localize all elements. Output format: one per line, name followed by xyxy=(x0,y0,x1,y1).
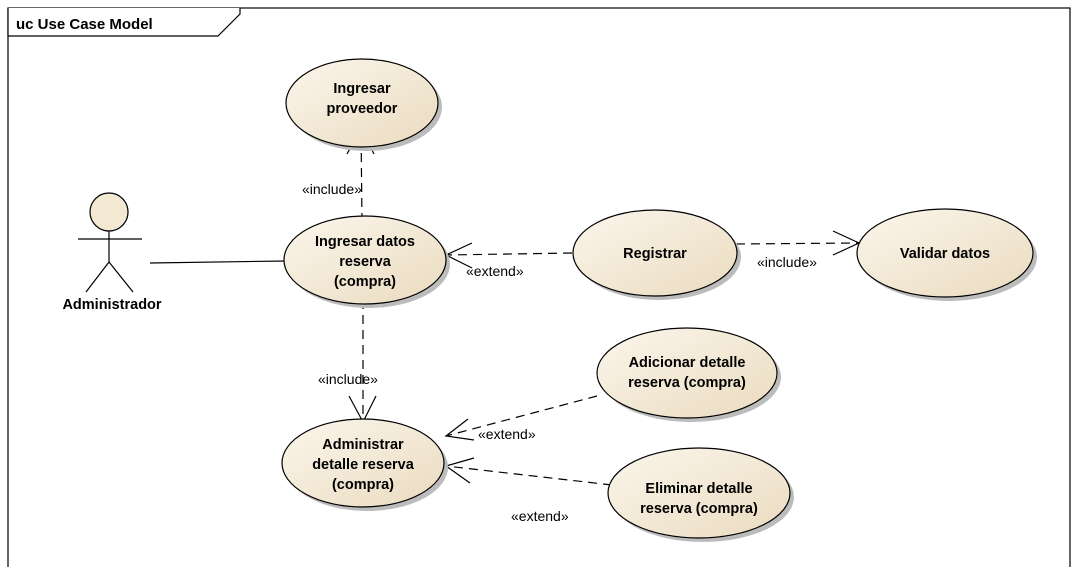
use-case-registrar[interactable]: Registrar xyxy=(572,209,741,300)
rel-extend-registrar: «extend» xyxy=(444,242,573,279)
frame-title: uc Use Case Model xyxy=(16,16,153,33)
use-case-ingresar-datos-line2: reserva xyxy=(339,254,392,270)
rel-extend-eliminar-label: «extend» xyxy=(511,508,569,524)
use-case-adicionar-detalle-line2: reserva (compra) xyxy=(628,375,746,391)
actor-left-leg xyxy=(85,261,110,293)
use-case-validar-datos-label: Validar datos xyxy=(900,246,990,262)
frame-title-tab xyxy=(7,8,241,37)
rel-include-validar-label: «include» xyxy=(757,254,817,270)
rel-extend-eliminar: «extend» xyxy=(444,457,613,524)
use-case-ingresar-proveedor-line2: proveedor xyxy=(327,101,398,117)
use-case-ingresar-datos-line3: (compra) xyxy=(334,274,396,290)
rel-extend-adicionar-label: «extend» xyxy=(478,426,536,442)
use-case-ingresar-proveedor-line1: Ingresar xyxy=(333,81,391,97)
use-case-adicionar-detalle[interactable]: Adicionar detalle reserva (compra) xyxy=(596,327,781,422)
association-line xyxy=(149,260,286,264)
rel-extend-adicionar: «extend» xyxy=(444,395,598,442)
actor-administrador[interactable]: Administrador xyxy=(62,192,162,313)
use-case-eliminar-detalle[interactable]: Eliminar detalle reserva (compra) xyxy=(607,447,794,542)
use-case-eliminar-detalle-line2: reserva (compra) xyxy=(640,501,758,517)
use-case-registrar-label: Registrar xyxy=(623,246,687,262)
use-case-ingresar-datos-line1: Ingresar datos xyxy=(315,234,415,250)
frame-border xyxy=(7,7,1071,567)
use-case-validar-datos[interactable]: Validar datos xyxy=(856,208,1037,301)
use-case-administrar-detalle-line3: (compra) xyxy=(332,477,394,493)
use-case-administrar-detalle-line2: detalle reserva xyxy=(312,457,415,473)
actor-head xyxy=(89,192,129,232)
use-case-administrar-detalle[interactable]: Administrar detalle reserva (compra) xyxy=(281,418,448,511)
diagram-frame: uc Use Case Model xyxy=(7,7,1071,567)
rel-include-proveedor-label: «include» xyxy=(302,181,362,197)
use-case-adicionar-detalle-line1: Adicionar detalle xyxy=(629,355,746,371)
actor-name: Administrador xyxy=(62,297,161,313)
rel-include-validar: «include» xyxy=(735,230,861,270)
rel-extend-registrar-label: «extend» xyxy=(466,263,524,279)
use-case-administrar-detalle-line1: Administrar xyxy=(322,437,404,453)
rel-include-administrar: «include» xyxy=(318,300,378,424)
actor-right-leg xyxy=(108,261,134,293)
rel-include-administrar-label: «include» xyxy=(318,371,378,387)
use-case-eliminar-detalle-line1: Eliminar detalle xyxy=(645,481,752,497)
use-case-ingresar-proveedor[interactable]: Ingresar proveedor xyxy=(285,58,442,151)
use-case-ingresar-datos-reserva[interactable]: Ingresar datos reserva (compra) xyxy=(283,215,450,308)
